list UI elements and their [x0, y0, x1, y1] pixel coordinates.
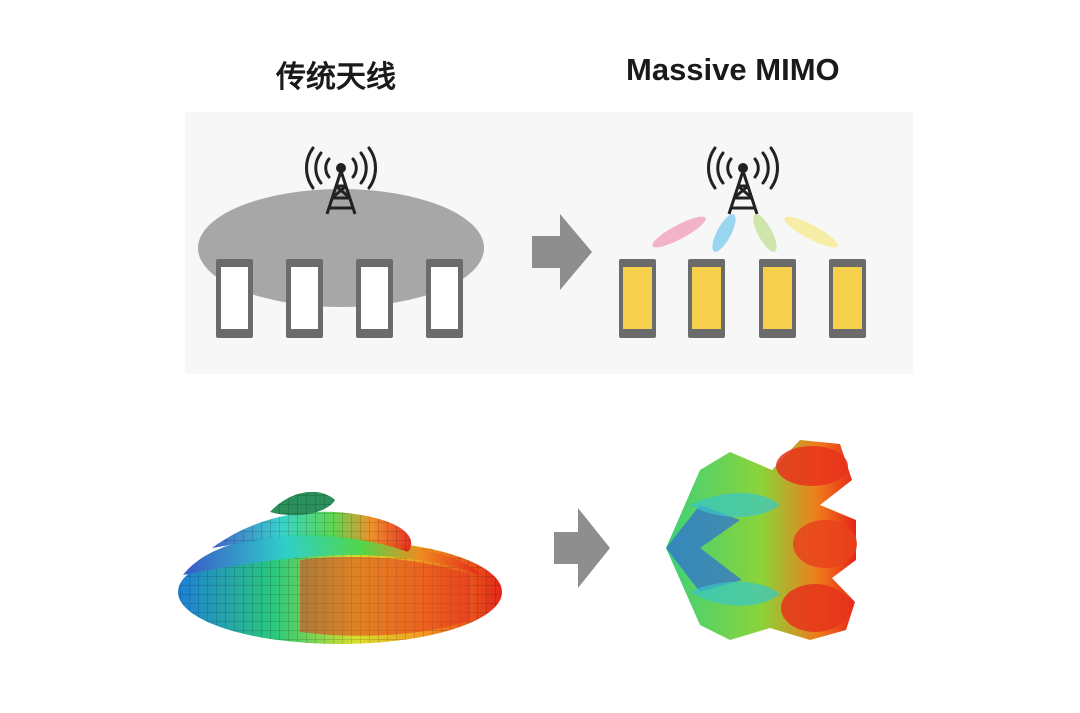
smartphone-icon	[216, 259, 253, 338]
smartphone-icon	[286, 259, 323, 338]
arrow-right-icon	[532, 214, 592, 290]
smartphone-icon	[356, 259, 393, 338]
beam-3	[753, 214, 777, 252]
smartphone-icon	[829, 259, 866, 338]
beamforming-radiation-pattern	[666, 440, 857, 640]
coverage-area	[198, 189, 484, 307]
antenna-tower-icon	[305, 146, 377, 215]
smartphone-icon	[426, 259, 463, 338]
beam-1	[652, 216, 706, 248]
phones-traditional	[216, 259, 463, 338]
antenna-tower-icon	[707, 146, 779, 215]
smartphone-icon	[759, 259, 796, 338]
beam-2	[712, 214, 736, 252]
beam-4	[784, 216, 838, 248]
arrow-right-icon	[554, 508, 610, 588]
massive-mimo-title: Massive MIMO	[626, 52, 840, 87]
smartphone-icon	[688, 259, 725, 338]
beams	[652, 214, 838, 252]
traditional-antenna-title: 传统天线	[276, 60, 396, 95]
omnidirectional-radiation-pattern	[178, 491, 502, 644]
smartphone-icon	[619, 259, 656, 338]
phones-massive-mimo	[619, 259, 866, 338]
